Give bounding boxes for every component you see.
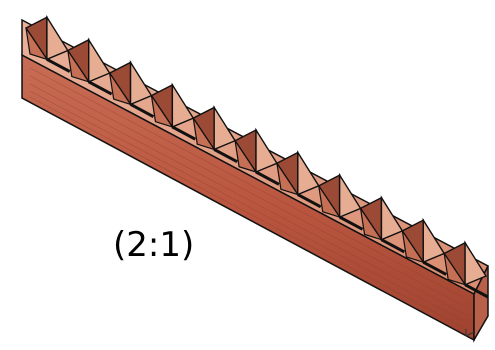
tooth-front-flank <box>338 172 362 219</box>
tooth-root <box>109 72 132 106</box>
tooth-root <box>359 208 383 241</box>
tooth-root <box>150 95 174 128</box>
rack-tooth <box>24 14 71 73</box>
tooth-root-edge <box>213 148 238 164</box>
scale-label: (2:1) <box>113 225 195 265</box>
wood-grain <box>29 67 467 330</box>
tooth-front-flank <box>213 105 237 151</box>
rack-tooth <box>443 240 489 299</box>
tooth-front-flank <box>171 82 195 128</box>
tooth-front-flank <box>380 195 404 241</box>
rack-teeth <box>24 14 489 299</box>
tooth-root <box>443 253 467 286</box>
rack-tooth <box>192 105 238 164</box>
rack-tooth <box>150 82 196 141</box>
tooth-root-edge <box>171 125 196 141</box>
rack-tooth <box>108 59 155 118</box>
rack-tooth <box>359 195 406 254</box>
rack-tooth <box>234 127 280 186</box>
tooth-root-edge <box>255 170 280 186</box>
rack-tooth <box>275 150 322 209</box>
rack-tooth <box>401 217 447 276</box>
tooth-front-flank <box>422 217 446 264</box>
tooth-root <box>25 27 49 61</box>
tooth-root <box>234 140 258 174</box>
tooth-root-edge <box>88 80 113 96</box>
tooth-front-flank <box>129 59 153 106</box>
tooth-root-edge <box>338 215 364 231</box>
tooth-root <box>192 117 216 151</box>
tooth-root-edge <box>380 238 406 254</box>
tooth-root-edge <box>297 193 322 209</box>
tooth-root <box>318 185 342 219</box>
tooth-front-flank <box>46 14 69 61</box>
tooth-root <box>67 50 91 83</box>
rack-tooth <box>66 37 113 96</box>
tooth-front-flank <box>464 240 488 286</box>
tooth-root-edge <box>129 103 155 118</box>
tooth-root <box>276 162 300 196</box>
tooth-front-flank <box>88 37 111 83</box>
tooth-root-edge <box>422 260 447 276</box>
tooth-root-edge <box>46 57 71 73</box>
tooth-root <box>401 230 425 264</box>
rack-tooth <box>317 172 364 231</box>
tooth-front-flank <box>255 127 278 174</box>
tooth-front-flank <box>297 150 320 196</box>
axis-marker <box>465 329 475 337</box>
tooth-root-edge <box>464 283 489 299</box>
